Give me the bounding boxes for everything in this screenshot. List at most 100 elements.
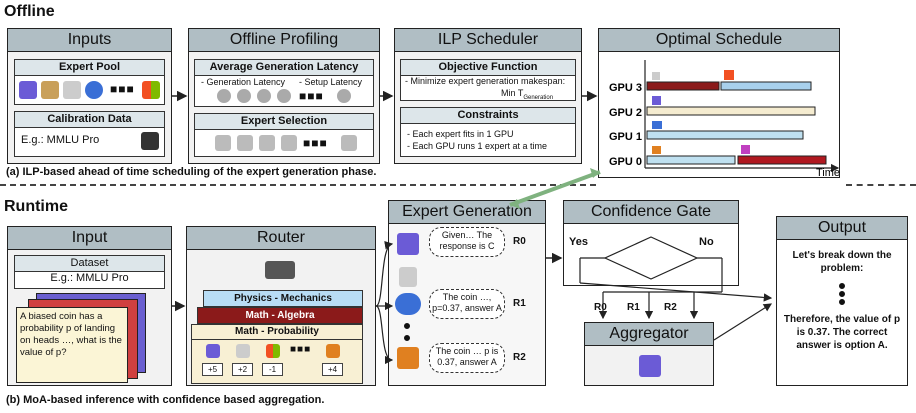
r1-label: R1 (513, 298, 526, 309)
gemma-icon (741, 145, 750, 154)
inputs-box: Inputs Expert Pool ■■■ Calibration Data … (7, 28, 172, 164)
constraint-2: - Each GPU runs 1 expert at a time (407, 141, 548, 151)
gate-no-label: No (699, 236, 714, 248)
setup-latency-label: - Setup Latency (299, 77, 363, 87)
mistral-icon (326, 344, 340, 358)
more-dots: ■■■ (290, 344, 312, 355)
expert-gen-box: Expert Generation Given… The response is… (388, 200, 546, 386)
llama-icon (236, 344, 250, 358)
ilp-header: ILP Scheduler (395, 29, 581, 52)
deepseek-icon (85, 81, 103, 99)
gemma-icon (41, 81, 59, 99)
offline-title: Offline (4, 3, 55, 20)
gate-r1: R1 (627, 302, 640, 313)
stopwatch-icon (337, 89, 351, 103)
microsoft-icon (142, 81, 160, 99)
objective-text: - Minimize expert generation makespan: (405, 76, 566, 86)
constraints-panel: Constraints - Each expert fits in 1 GPU … (400, 107, 576, 157)
score-delta: +2 (232, 363, 253, 376)
stopwatch-icon (217, 89, 231, 103)
expert-selection-panel: Expert Selection ■■■ (194, 113, 374, 157)
doc-check-icon (259, 135, 275, 151)
more-experts-dots (404, 323, 416, 341)
constraint-1: - Each expert fits in 1 GPU (407, 129, 514, 139)
llama-icon (399, 267, 417, 287)
objective-label: Objective Function (401, 60, 575, 76)
avg-latency-panel: Average Generation Latency - Generation … (194, 59, 374, 107)
expert-gen-header: Expert Generation (389, 201, 545, 224)
qwen-icon (19, 81, 37, 99)
schedule-bar-gpu3-b (720, 81, 812, 91)
output-header: Output (777, 217, 907, 240)
category-probability: Math - Probability (192, 325, 362, 340)
score-delta: +4 (322, 363, 343, 376)
mistral-icon (652, 146, 661, 154)
qwen-icon (639, 355, 661, 377)
router-icon (265, 261, 295, 279)
gate-r0: R0 (594, 302, 607, 313)
stopwatch-icon (237, 89, 251, 103)
output-line-1: Let's break down the problem: (792, 250, 892, 274)
inputs-header: Inputs (8, 29, 171, 52)
calibration-panel: Calibration Data E.g.: MMLU Pro (14, 111, 165, 157)
doc-check-icon (215, 135, 231, 151)
schedule-bar-gpu3-a (646, 81, 720, 91)
response-r2: The coin … p is 0.37, answer A (429, 343, 505, 373)
gen-latency-label: - Generation Latency (201, 77, 286, 87)
response-r0: Given… The response is C (429, 227, 505, 257)
input-box: Input Dataset E.g.: MMLU Pro A biased co… (7, 226, 172, 386)
microsoft-icon (266, 344, 280, 358)
divider-left (0, 184, 596, 186)
router-header: Router (187, 227, 375, 250)
mistral-icon (397, 347, 419, 369)
output-line-2: Therefore, the value of p is 0.37. The c… (783, 314, 901, 351)
qwen-icon (397, 233, 419, 255)
constraints-label: Constraints (401, 108, 575, 124)
arrow-agg-output (713, 303, 773, 341)
r0-label: R0 (513, 236, 526, 247)
r2-label: R2 (513, 352, 526, 363)
expert-pool-panel: Expert Pool ■■■ (14, 59, 165, 105)
schedule-bar-gpu2 (646, 106, 816, 116)
dataset-panel: Dataset E.g.: MMLU Pro (14, 255, 165, 289)
schedule-bar-gpu0-b (737, 155, 827, 165)
schedule-bar-gpu1 (646, 130, 804, 140)
category-algebra: Math - Algebra (197, 307, 363, 324)
runtime-title: Runtime (4, 198, 68, 215)
schedule-bar-gpu0-a (646, 155, 736, 165)
aggregator-box: Aggregator (584, 322, 714, 386)
category-probability-card: Math - Probability ■■■ +5 +2 -1 +4 (191, 324, 363, 384)
output-dots (839, 283, 851, 305)
aggregator-header: Aggregator (585, 323, 713, 346)
doc-check-icon (281, 135, 297, 151)
category-physics: Physics - Mechanics (203, 290, 363, 307)
deepseek-icon (652, 121, 662, 129)
gpu3-label: GPU 3 (609, 82, 642, 94)
schedule-link-arrow (509, 170, 601, 207)
schedule-link-head-bottom (510, 199, 520, 209)
output-box: Output Let's break down the problem: The… (776, 216, 908, 386)
objective-panel: Objective Function - Minimize expert gen… (400, 59, 576, 101)
profiling-box: Offline Profiling Average Generation Lat… (188, 28, 380, 164)
ilp-box: ILP Scheduler Objective Function - Minim… (394, 28, 582, 164)
gpu1-label: GPU 1 (609, 131, 642, 143)
gpu0-label: GPU 0 (609, 156, 642, 168)
dataset-example: E.g.: MMLU Pro (50, 272, 129, 284)
gate-diamond (603, 236, 699, 280)
time-label: Time (816, 167, 840, 179)
llama-icon (652, 72, 660, 80)
microsoft-icon (724, 70, 734, 80)
stopwatch-icon (257, 89, 271, 103)
calibration-example: E.g.: MMLU Pro (21, 134, 100, 146)
schedule-header: Optimal Schedule (599, 29, 839, 52)
divider-right (846, 184, 916, 186)
router-box: Router Physics - Mechanics Math - Algebr… (186, 226, 376, 386)
gate-yes-label: Yes (569, 236, 588, 248)
response-r1: The coin …, p=0.37, answer A (429, 289, 505, 319)
expert-pool-label: Expert Pool (15, 60, 164, 76)
schedule-link-head-top (590, 168, 600, 178)
llama-icon (63, 81, 81, 99)
gpu2-label: GPU 2 (609, 107, 642, 119)
